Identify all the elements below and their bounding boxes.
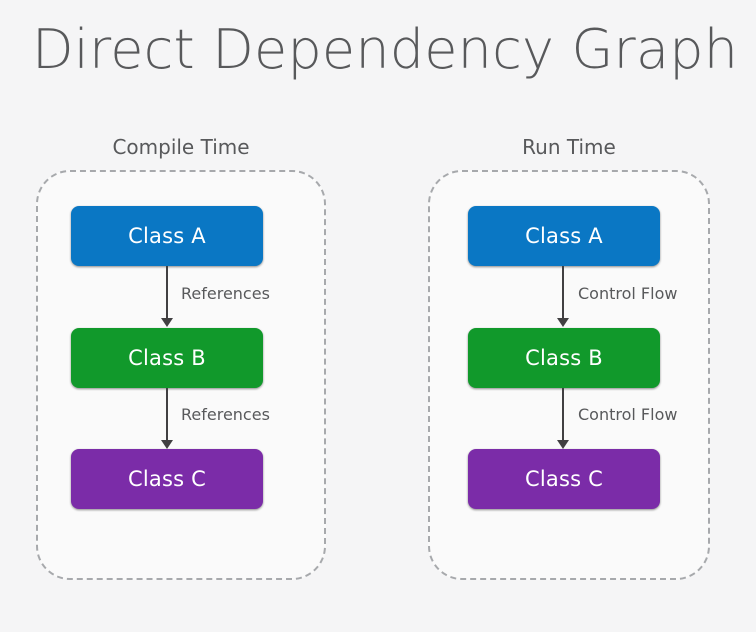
edge-line-run-a-to-b <box>562 266 564 320</box>
arrowhead-icon <box>161 318 173 327</box>
arrowhead-icon <box>557 318 569 327</box>
node-run-class-b[interactable]: Class B <box>468 328 660 388</box>
edge-line-run-b-to-c <box>562 388 564 442</box>
arrowhead-icon <box>161 440 173 449</box>
node-label: Class B <box>525 346 603 370</box>
node-label: Class C <box>128 467 206 491</box>
edge-label-run-a-to-b: Control Flow <box>578 284 678 303</box>
page-title: Direct Dependency Graph <box>32 18 739 81</box>
arrowhead-icon <box>557 440 569 449</box>
node-run-class-c[interactable]: Class C <box>468 449 660 509</box>
column-heading-run-time: Run Time <box>522 135 616 159</box>
edge-line-compile-a-to-b <box>166 266 168 320</box>
edge-line-compile-b-to-c <box>166 388 168 442</box>
node-label: Class A <box>525 224 603 248</box>
node-label: Class C <box>525 467 603 491</box>
node-compile-class-c[interactable]: Class C <box>71 449 263 509</box>
node-label: Class B <box>128 346 206 370</box>
node-label: Class A <box>128 224 206 248</box>
edge-label-run-b-to-c: Control Flow <box>578 405 678 424</box>
node-compile-class-a[interactable]: Class A <box>71 206 263 266</box>
edge-label-compile-b-to-c: References <box>181 405 270 424</box>
column-heading-compile-time: Compile Time <box>112 135 250 159</box>
node-run-class-a[interactable]: Class A <box>468 206 660 266</box>
node-compile-class-b[interactable]: Class B <box>71 328 263 388</box>
edge-label-compile-a-to-b: References <box>181 284 270 303</box>
